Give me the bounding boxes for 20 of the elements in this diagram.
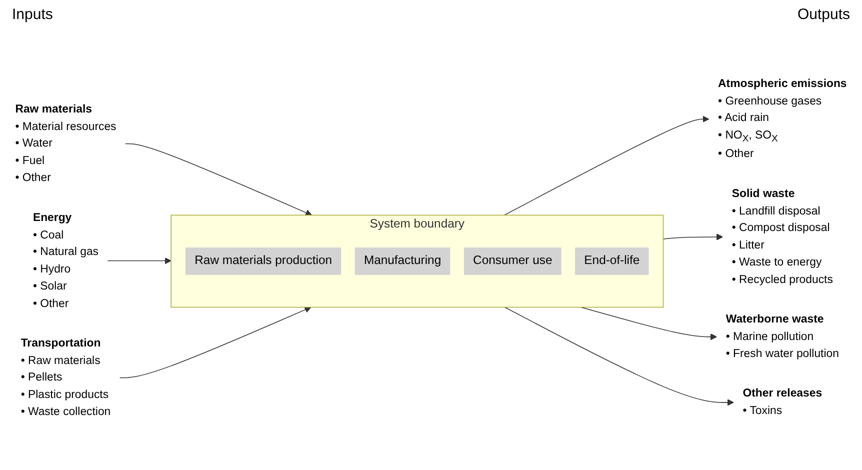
arrow — [662, 234, 724, 240]
arrow — [107, 257, 172, 264]
node-text: Waterborne waste • Marine pollution • Fresh water pollution — [726, 312, 839, 360]
node-text: Other releases • Toxins — [742, 386, 822, 417]
node-box: End-of-life — [575, 248, 649, 275]
node-text: Solid waste • Landfill disposal • Compost disposal • Litter • Waste to energy • Recycled products — [732, 187, 833, 286]
node-text: Atmospheric emissions • Greenhouse gases • Acid rain • NO$_{X}$, SO$_{X}$ • Other — [718, 76, 847, 160]
arrow — [504, 116, 710, 216]
node-box: Manufacturing — [354, 248, 450, 275]
node-text: Energy • Coal • Natural gas • Hydro • Solar • Other — [32, 210, 99, 310]
arrow — [119, 306, 312, 378]
node-box: Raw materials production — [186, 248, 342, 275]
column-heading: Outputs — [797, 6, 850, 23]
arrow — [580, 306, 718, 340]
arrow — [504, 306, 734, 406]
node-text: Transportation • Raw materials • Pellets • Plastic products • Waste collection — [20, 336, 111, 418]
column-heading: Inputs — [12, 6, 53, 23]
node-text: Raw materials • Material resources • Water • Fuel • Other — [15, 102, 116, 184]
arrow — [125, 143, 312, 216]
node-box: Consumer use — [464, 248, 562, 275]
